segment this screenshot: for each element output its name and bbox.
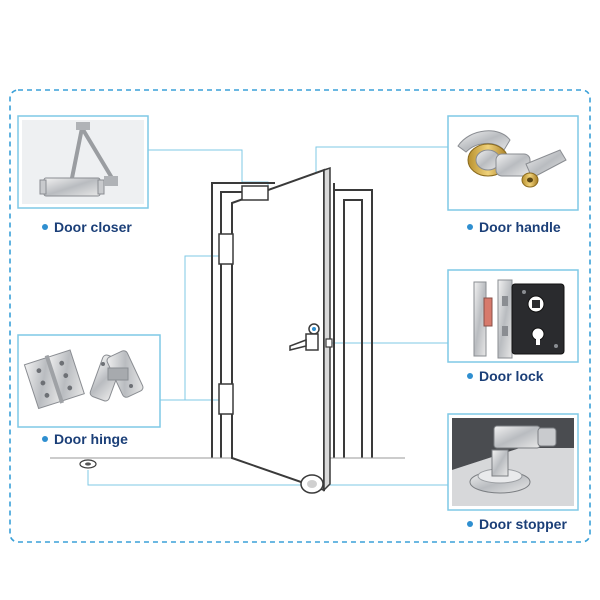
handle-on-door [289, 323, 333, 351]
callout-label-door-handle: Door handle [467, 219, 561, 235]
door-closer-label: Door closer [54, 219, 132, 235]
door-hinge-label: Door hinge [54, 431, 128, 447]
bullet-icon [42, 224, 48, 231]
door-hinge-callout [17, 334, 161, 428]
door-hinge-icon [23, 349, 144, 410]
door-lock-callout [447, 269, 579, 363]
door-handle-callout [447, 115, 579, 211]
door-handle-label: Door handle [479, 219, 561, 235]
door-stopper-callout [447, 413, 579, 511]
callout-label-door-hinge: Door hinge [42, 431, 128, 447]
callout-label-door-stopper: Door stopper [467, 516, 567, 532]
bullet-icon [467, 224, 473, 231]
door-stopper-label: Door stopper [479, 516, 567, 532]
floor-stopper-marker [79, 459, 97, 469]
closer-on-door [241, 185, 269, 201]
bullet-icon [42, 436, 48, 443]
door-stopper-icon [452, 418, 574, 506]
stopper-on-door [300, 474, 324, 494]
door-lock-label: Door lock [479, 368, 544, 384]
bullet-icon [467, 373, 473, 380]
door-handle-icon [457, 130, 567, 188]
callout-label-door-lock: Door lock [467, 368, 544, 384]
callout-label-door-closer: Door closer [42, 219, 132, 235]
door-closer-icon [22, 120, 144, 204]
door-lock-icon [473, 279, 565, 359]
bullet-icon [467, 521, 473, 528]
door-closer-callout [17, 115, 149, 209]
dashed-frame [9, 89, 591, 543]
door-frame [333, 183, 373, 458]
door-hinges [218, 233, 234, 415]
door-panel [231, 166, 331, 492]
